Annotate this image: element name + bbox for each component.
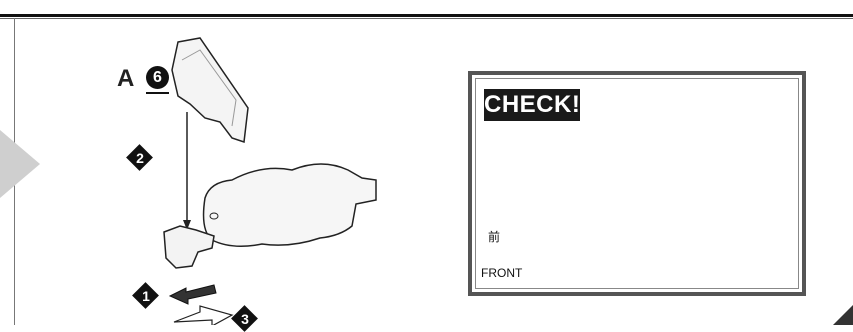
page-corner-mark <box>833 305 853 325</box>
front-kanji-label: 前 <box>488 228 500 245</box>
check-panel: CHECK! 前 FRONT <box>468 71 806 296</box>
engine-body-illustration <box>204 164 376 246</box>
part-a6-illustration <box>172 38 248 142</box>
step-2-marker: 2 <box>127 145 153 171</box>
check-title: CHECK! <box>484 89 580 121</box>
step1-arrow <box>170 285 216 304</box>
step3-arrow <box>174 306 232 325</box>
step-3-marker: 3 <box>232 306 258 332</box>
step-1-marker: 1 <box>133 283 159 309</box>
front-label: FRONT <box>481 266 522 280</box>
instruction-page: A 6 2 1 3 <box>0 0 853 325</box>
